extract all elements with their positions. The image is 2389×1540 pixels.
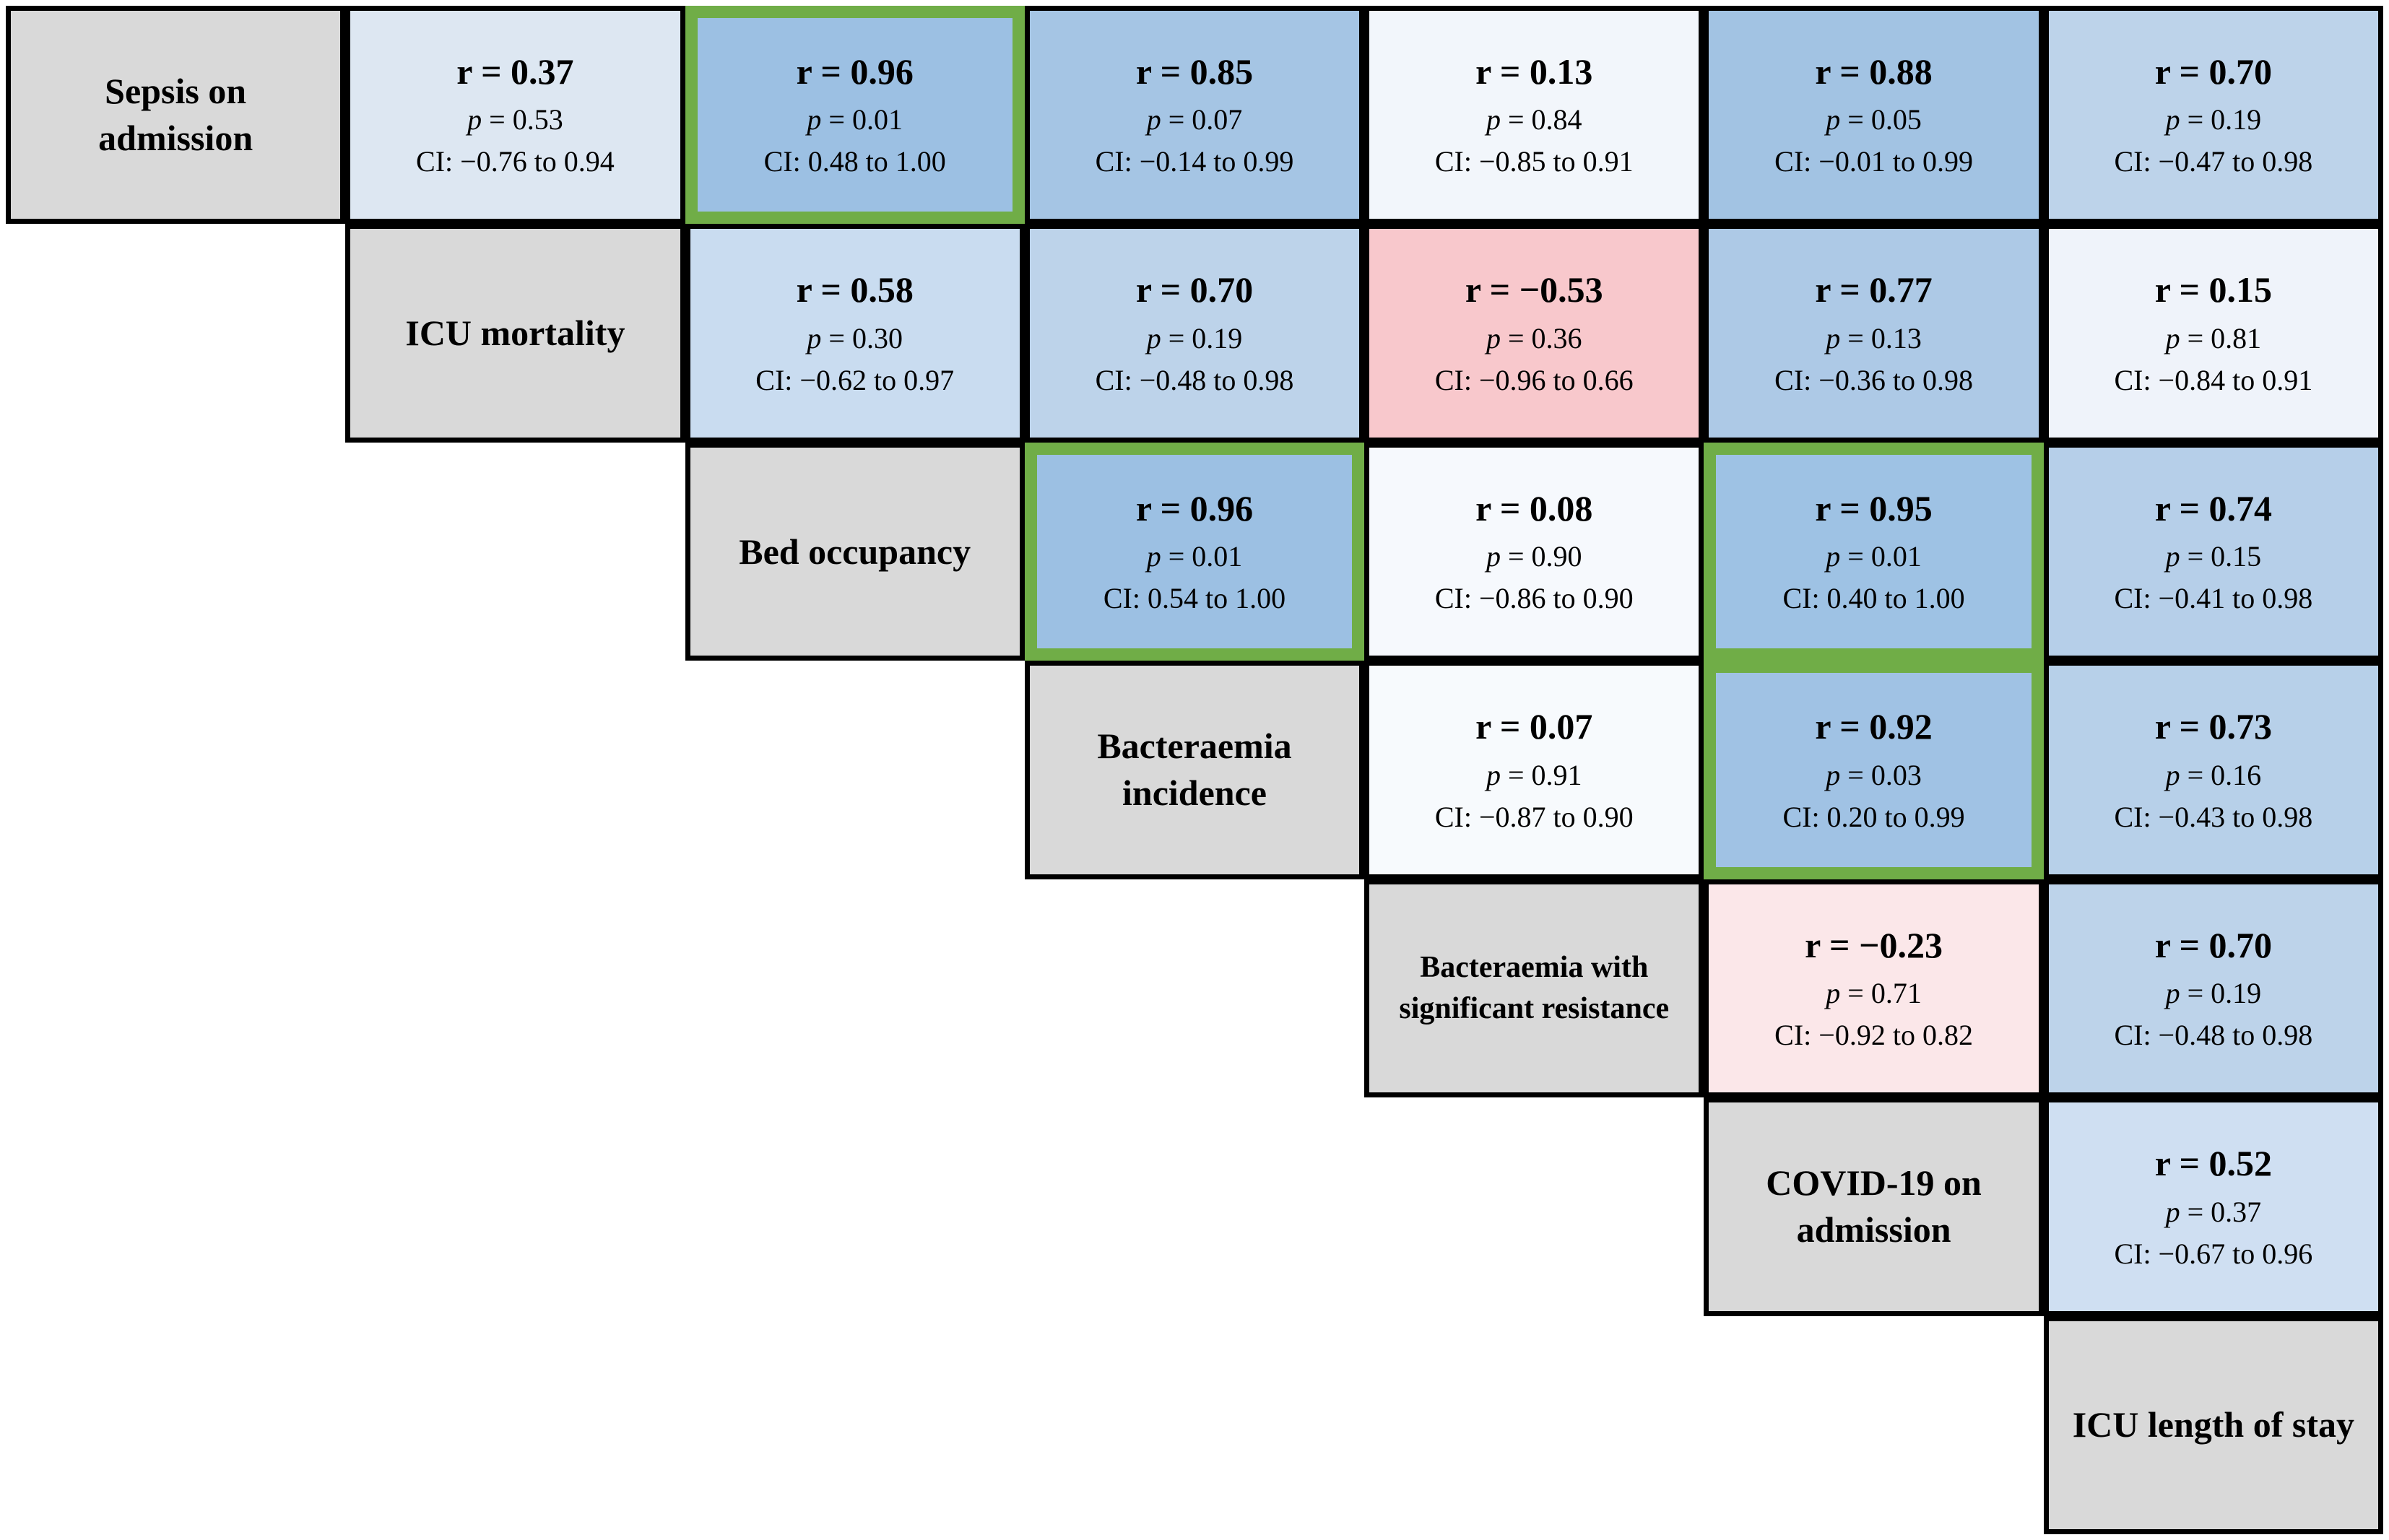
- r-value: r = 0.73: [2154, 706, 2272, 747]
- variable-label-cell: COVID-19 on admission: [1704, 1097, 2044, 1316]
- ci-range: CI: 0.48 to 1.00: [763, 145, 946, 178]
- ci-range: CI: −0.76 to 0.94: [416, 145, 615, 178]
- r-value: r = 0.96: [796, 51, 914, 92]
- p-value: p = 0.53: [467, 103, 563, 136]
- p-value: p = 0.03: [1826, 758, 1922, 791]
- r-value: r = 0.13: [1475, 51, 1593, 92]
- ci-range: CI: −0.14 to 0.99: [1095, 145, 1294, 178]
- ci-range: CI: −0.67 to 0.96: [2114, 1237, 2313, 1270]
- r-value: r = −0.53: [1465, 269, 1603, 310]
- p-value: p = 0.19: [2165, 977, 2262, 1010]
- r-value: r = 0.15: [2154, 269, 2272, 310]
- ci-range: CI: −0.01 to 0.99: [1774, 145, 1973, 178]
- r-value: r = 0.52: [2154, 1143, 2272, 1184]
- variable-label: ICU length of stay: [2072, 1404, 2354, 1445]
- r-value: r = 0.70: [2154, 51, 2272, 92]
- ci-range: CI: −0.96 to 0.66: [1434, 363, 1634, 396]
- r-value: r = 0.96: [1135, 487, 1254, 528]
- r-value: r = 0.77: [1815, 269, 1933, 310]
- p-value: p = 0.91: [1486, 758, 1582, 791]
- ci-range: CI: −0.41 to 0.98: [2114, 582, 2313, 615]
- ci-range: CI: 0.40 to 1.00: [1782, 582, 1965, 615]
- p-value: p = 0.36: [1486, 321, 1582, 354]
- p-value: p = 0.71: [1826, 977, 1922, 1010]
- p-value: p = 0.01: [1826, 540, 1922, 573]
- variable-label-cell: Bed occupancy: [685, 442, 1025, 661]
- r-value: r = 0.85: [1135, 51, 1254, 92]
- r-value: r = 0.92: [1815, 706, 1933, 747]
- ci-range: CI: −0.62 to 0.97: [755, 363, 955, 396]
- ci-range: CI: −0.85 to 0.91: [1434, 145, 1634, 178]
- ci-range: CI: −0.87 to 0.90: [1434, 800, 1634, 833]
- p-value: p = 0.05: [1826, 103, 1922, 136]
- p-value: p = 0.84: [1486, 103, 1582, 136]
- r-value: r = 0.37: [456, 51, 574, 92]
- p-value: p = 0.90: [1486, 540, 1582, 573]
- variable-label: Bacteraemia incidence: [1097, 726, 1292, 814]
- ci-range: CI: −0.48 to 0.98: [2114, 1019, 2313, 1052]
- ci-range: CI: −0.84 to 0.91: [2114, 363, 2313, 396]
- variable-label: Sepsis on admission: [98, 71, 253, 159]
- ci-range: CI: −0.47 to 0.98: [2114, 145, 2313, 178]
- p-value: p = 0.19: [1146, 321, 1243, 354]
- variable-label-cell: ICU length of stay: [2043, 1315, 2383, 1534]
- ci-range: CI: −0.36 to 0.98: [1774, 363, 1973, 396]
- variable-label-cell: Sepsis on admission: [6, 6, 346, 225]
- ci-range: CI: −0.92 to 0.82: [1774, 1019, 1973, 1052]
- r-value: r = −0.23: [1805, 924, 1943, 965]
- variable-label-cell: Bacteraemia with significant resistance: [1364, 879, 1704, 1098]
- ci-range: CI: −0.48 to 0.98: [1095, 363, 1294, 396]
- r-value: r = 0.88: [1815, 51, 1933, 92]
- variable-label-cell: Bacteraemia incidence: [1024, 661, 1365, 879]
- p-value: p = 0.15: [2165, 540, 2262, 573]
- p-value: p = 0.16: [2165, 758, 2262, 791]
- variable-label: Bed occupancy: [739, 531, 971, 572]
- p-value: p = 0.19: [2165, 103, 2262, 136]
- p-value: p = 0.01: [807, 103, 903, 136]
- ci-range: CI: 0.20 to 0.99: [1782, 800, 1965, 833]
- r-value: r = 0.07: [1475, 706, 1593, 747]
- variable-label: COVID-19 on admission: [1766, 1162, 1982, 1250]
- p-value: p = 0.37: [2165, 1195, 2262, 1228]
- r-value: r = 0.70: [1135, 269, 1254, 310]
- p-value: p = 0.07: [1146, 103, 1243, 136]
- variable-label-cell: ICU mortality: [345, 224, 685, 443]
- p-value: p = 0.13: [1826, 321, 1922, 354]
- ci-range: CI: −0.86 to 0.90: [1434, 582, 1634, 615]
- p-value: p = 0.81: [2165, 321, 2262, 354]
- r-value: r = 0.58: [796, 269, 914, 310]
- r-value: r = 0.74: [2154, 487, 2272, 528]
- ci-range: CI: 0.54 to 1.00: [1103, 582, 1286, 615]
- p-value: p = 0.30: [807, 321, 903, 354]
- r-value: r = 0.95: [1815, 487, 1933, 528]
- variable-label: ICU mortality: [405, 313, 625, 354]
- r-value: r = 0.70: [2154, 924, 2272, 965]
- p-value: p = 0.01: [1146, 540, 1243, 573]
- r-value: r = 0.08: [1475, 487, 1593, 528]
- variable-label: Bacteraemia with significant resistance: [1399, 951, 1670, 1025]
- ci-range: CI: −0.43 to 0.98: [2114, 800, 2313, 833]
